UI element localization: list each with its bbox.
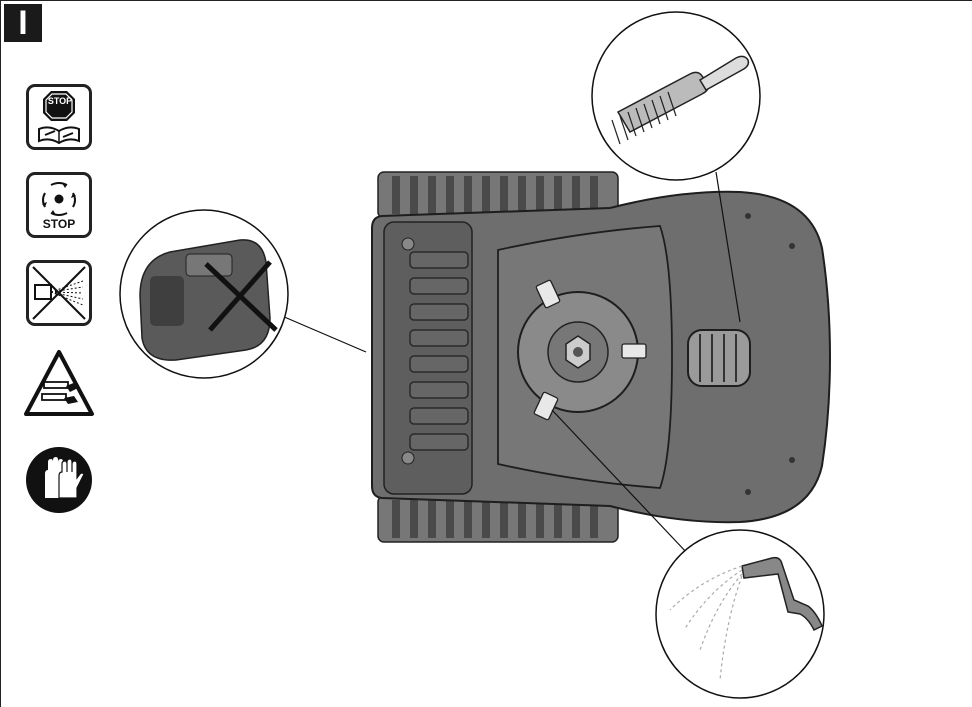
rear-wheel-bottom — [377, 495, 619, 543]
blades — [533, 279, 647, 421]
page-top-border — [0, 0, 972, 1]
hand-injury-warning-icon — [22, 348, 96, 420]
wear-gloves-icon — [25, 446, 93, 514]
stop-label: STOP — [42, 217, 76, 231]
hose-callout-line — [551, 409, 689, 555]
rear-wheel-top — [377, 171, 619, 219]
hose-callout — [655, 529, 825, 699]
brush-callout-line — [715, 171, 741, 323]
section-marker: I — [4, 4, 42, 42]
blade-stop-icon: STOP — [26, 172, 92, 238]
front-caster-wheel — [687, 329, 751, 387]
page-left-border — [0, 0, 1, 707]
no-water-jet-icon — [26, 260, 92, 326]
stop-label: STOP — [47, 96, 73, 106]
stop-read-manual-icon: STOP — [26, 84, 92, 150]
battery-callout — [119, 209, 289, 379]
brush-callout — [591, 11, 761, 181]
